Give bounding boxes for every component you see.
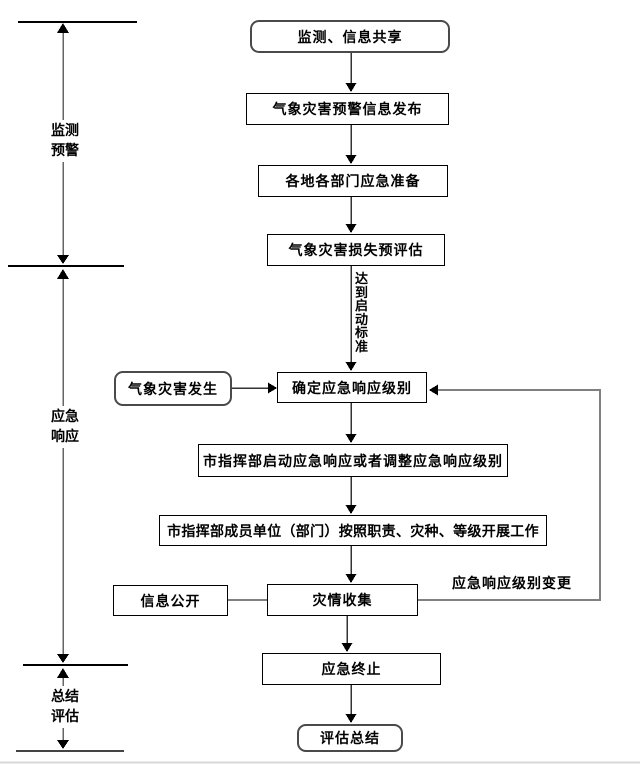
node-disaster-info-collection: 灾情收集 bbox=[267, 584, 418, 616]
node-warning-info-release: 气象灾害预警信息发布 bbox=[246, 93, 449, 125]
node-disaster-occurrence: 气象灾害发生 bbox=[114, 371, 232, 406]
feedback-loop-arrowhead bbox=[429, 384, 438, 396]
node-emergency-termination: 应急终止 bbox=[262, 653, 441, 685]
phase-axis-arrowheads bbox=[57, 23, 69, 749]
node-members-carry-out-work: 市指挥部成员单位（部门）按照职责、灾种、等级开展工作 bbox=[159, 515, 547, 546]
node-determine-response-level: 确定应急响应级别 bbox=[277, 372, 427, 403]
node-loss-pre-assessment: 气象灾害损失预评估 bbox=[267, 234, 445, 266]
phase-label-emergency-response: 应急 响应 bbox=[40, 406, 90, 448]
flow-arrowheads bbox=[268, 83, 357, 723]
label-reach-start-standard: 达到启动标准 bbox=[355, 272, 369, 355]
node-start-or-adjust-response: 市指挥部启动应急响应或者调整应急响应级别 bbox=[198, 444, 508, 477]
label-response-level-change: 应急响应级别变更 bbox=[452, 576, 572, 592]
node-information-disclosure: 信息公开 bbox=[113, 585, 228, 616]
node-evaluation-summary: 评估总结 bbox=[297, 724, 403, 752]
node-monitoring-info-sharing: 监测、信息共享 bbox=[250, 20, 450, 53]
phase-label-summary-evaluation: 总结 评估 bbox=[40, 686, 90, 728]
phase-label-monitoring-warning: 监测 预警 bbox=[40, 120, 90, 162]
node-emergency-preparation: 各地各部门应急准备 bbox=[258, 165, 448, 197]
feedback-loop-line bbox=[418, 389, 601, 601]
